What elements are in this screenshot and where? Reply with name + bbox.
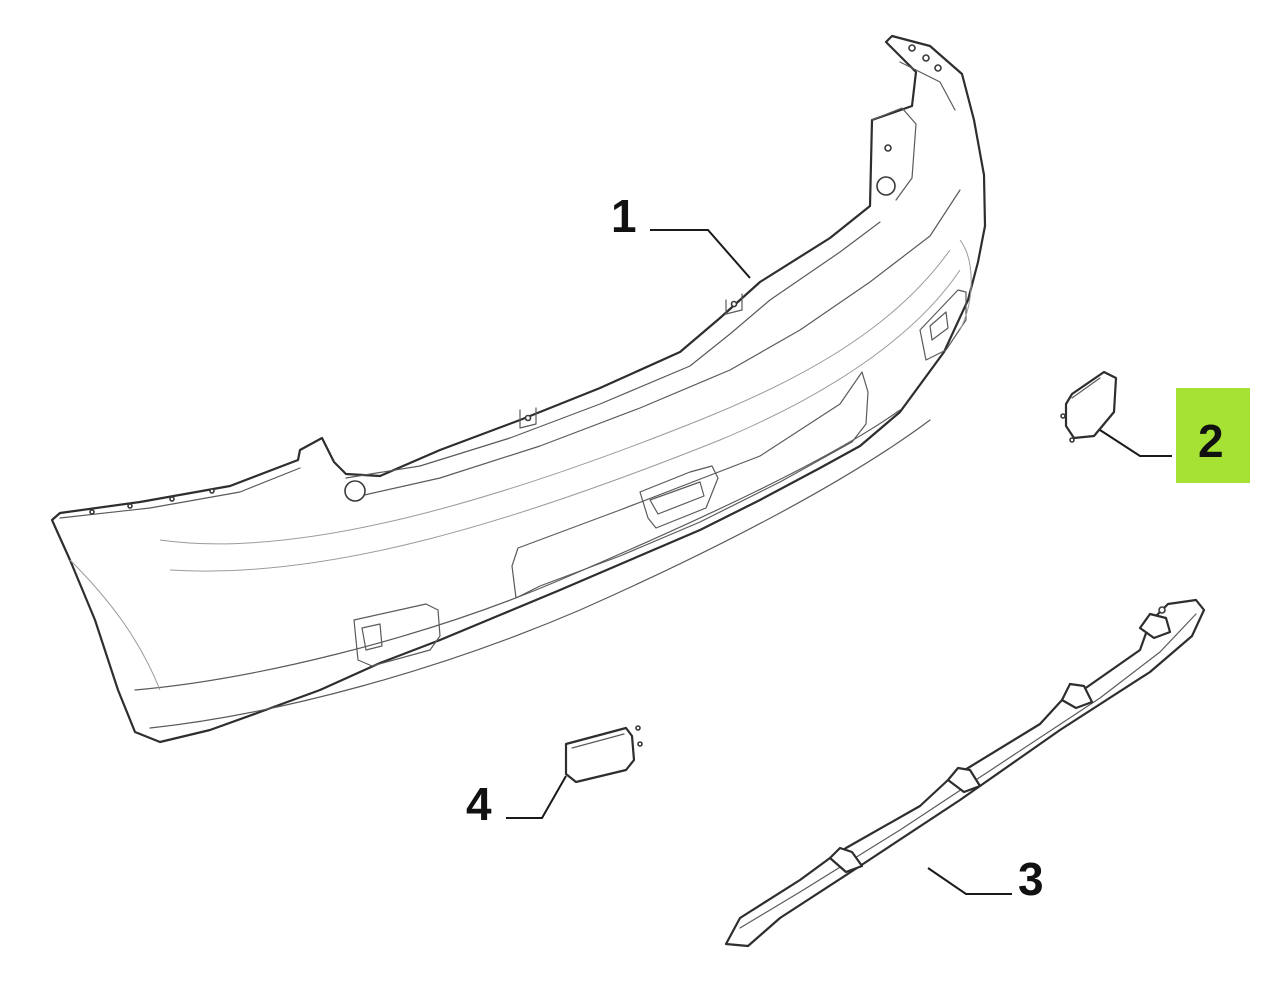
callout-label-3: 3 bbox=[1018, 853, 1044, 905]
callout-label-2: 2 bbox=[1198, 415, 1224, 467]
callout-label-4: 4 bbox=[466, 778, 492, 830]
leader-line-2 bbox=[1099, 429, 1172, 457]
leader-line-1 bbox=[650, 229, 751, 279]
callout-label-1: 1 bbox=[611, 190, 637, 242]
callout-highlight-2 bbox=[1176, 388, 1250, 483]
right-tow-hook-cover[interactable] bbox=[1060, 370, 1118, 443]
leader-line-3 bbox=[927, 867, 1012, 895]
lower-trim-strip[interactable] bbox=[724, 598, 1206, 948]
leader-line-4 bbox=[506, 775, 567, 819]
bumper-cover[interactable] bbox=[50, 34, 987, 744]
left-tow-hook-cover[interactable] bbox=[564, 725, 643, 784]
